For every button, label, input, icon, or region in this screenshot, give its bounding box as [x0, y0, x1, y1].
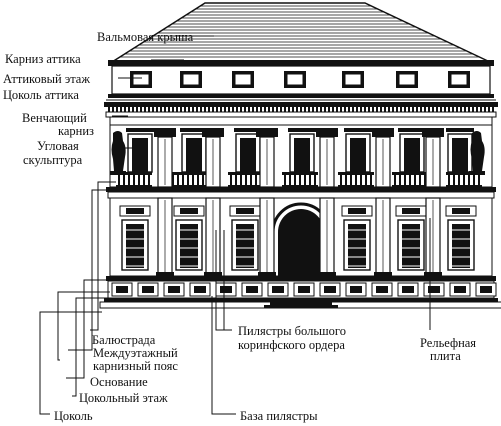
interfloor-cornice	[106, 187, 496, 199]
label-corner-sculpture-1: Угловая	[37, 139, 79, 153]
balustrade-rail	[446, 172, 482, 175]
hipped-roof	[108, 2, 494, 66]
balustrade-rail	[282, 172, 318, 175]
label-pilasters-2: коринфского ордера	[238, 338, 345, 352]
pilaster-capital	[372, 128, 394, 137]
balustrade-rail	[392, 172, 428, 175]
label-crowning-cornice-2: карниз	[58, 124, 94, 138]
label-balustrade: Балюстрада	[92, 333, 156, 347]
label-plinth: Цоколь	[54, 409, 93, 423]
pilaster-capital	[316, 128, 338, 137]
lower-floor	[109, 197, 493, 308]
label-attic-cornice: Карниз аттика	[5, 52, 81, 66]
label-attic-plinth: Цоколь аттика	[3, 88, 79, 102]
balustrade-rail	[338, 172, 374, 175]
pilaster-base	[374, 272, 392, 276]
label-crowning-cornice-1: Венчающий	[22, 111, 87, 125]
pilaster-capital	[154, 128, 176, 137]
label-corner-sculpture-2: скульптура	[23, 153, 83, 167]
label-relief-1: Рельефная	[420, 336, 476, 350]
leader-lines	[39, 35, 431, 415]
balustrade-rail	[228, 172, 264, 175]
label-base: Основание	[90, 375, 148, 389]
label-attic-floor: Аттиковый этаж	[3, 72, 90, 86]
balustrade-rail	[116, 172, 152, 175]
corner-sculpture-right	[469, 131, 485, 175]
pilaster-base	[258, 272, 276, 276]
annotation-labels: Вальмовая крыша Карниз аттика Аттиковый …	[3, 30, 476, 423]
label-pilasters-1: Пилястры большого	[238, 324, 346, 338]
label-interfloor-2: карнизный пояс	[93, 359, 178, 373]
pilaster-capital	[256, 128, 278, 137]
label-roof: Вальмовая крыша	[97, 30, 194, 44]
label-plinth-floor: Цокольный этаж	[79, 391, 168, 405]
label-pilaster-base: База пилястры	[240, 409, 318, 423]
pilaster-base	[204, 272, 222, 276]
attic	[106, 65, 496, 101]
crowning-cornice	[104, 102, 498, 126]
corner-sculpture-left	[110, 131, 126, 175]
label-interfloor-1: Междуэтажный	[93, 346, 178, 360]
pilaster-base	[318, 272, 336, 276]
label-relief-2: плита	[430, 349, 461, 363]
pilaster-base	[424, 272, 442, 276]
pilasters	[154, 128, 444, 277]
pilaster-capital	[422, 128, 444, 137]
plinth	[99, 276, 501, 309]
pilaster-capital	[202, 128, 224, 137]
pilaster-base	[156, 272, 174, 276]
balustrade-rail	[170, 172, 206, 175]
